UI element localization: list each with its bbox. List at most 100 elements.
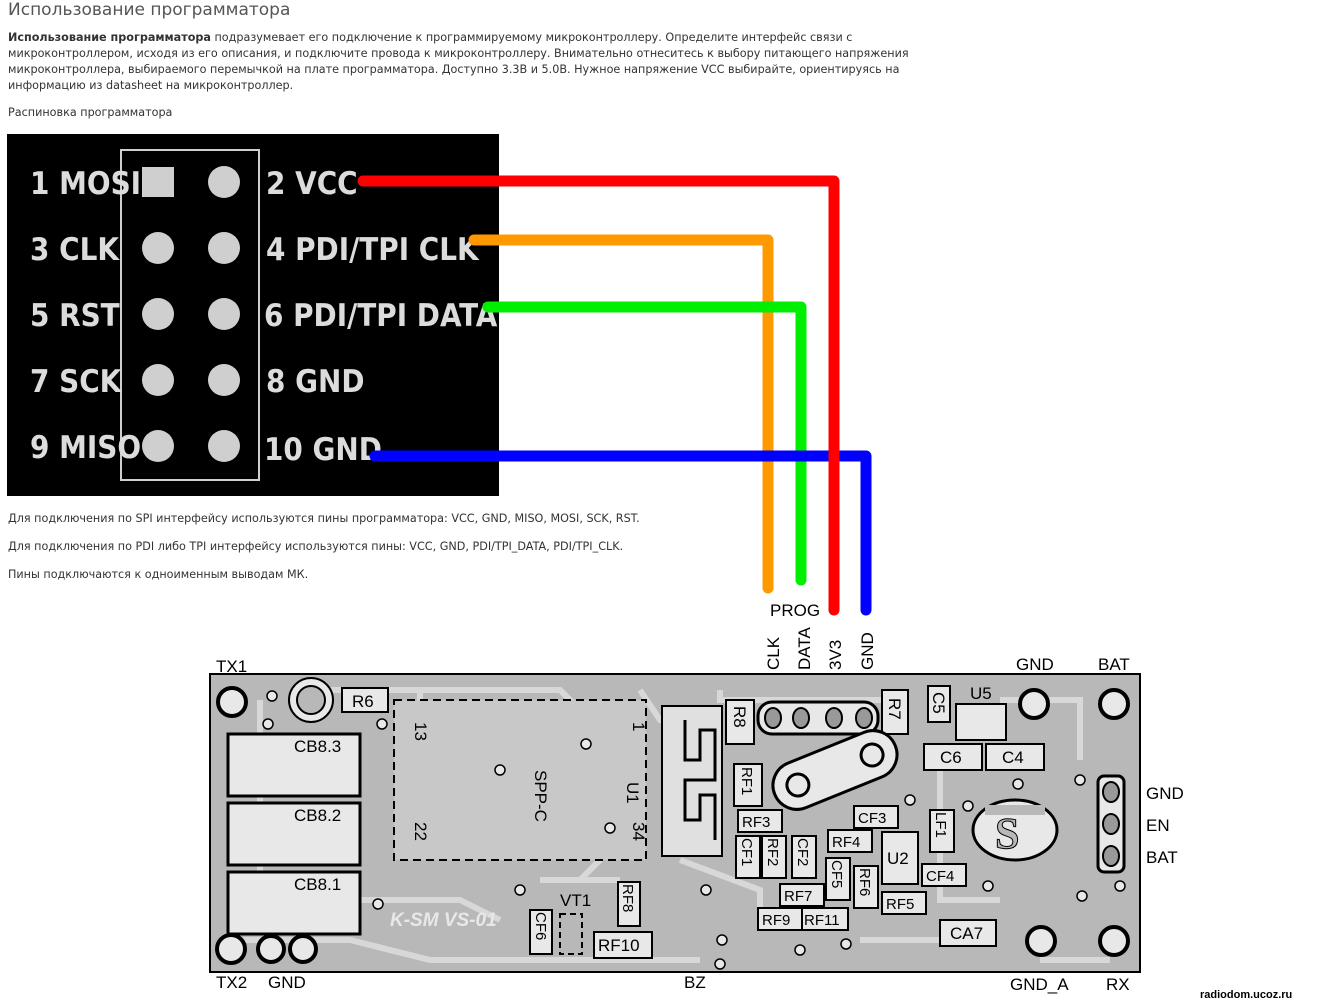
buzzer-inner [296, 685, 326, 715]
cf5-label: CF5 [828, 860, 845, 888]
label-side-en: EN [1146, 816, 1170, 835]
wire-clk [468, 234, 774, 594]
pin-6 [208, 298, 240, 330]
pin-10 [208, 430, 240, 462]
rf2-box [761, 835, 787, 879]
u5-label: U5 [970, 684, 992, 703]
rf10-label: RF10 [598, 936, 640, 955]
cf1-box [735, 835, 761, 879]
side-pin-bat [1102, 845, 1120, 867]
cf6-label: CF6 [532, 912, 549, 940]
cf6-box [529, 909, 553, 955]
pad-gnd-a [1025, 925, 1057, 957]
pin-label-5: 5 RST [30, 298, 120, 334]
rf11-label: RF11 [804, 912, 840, 929]
rf3-label: RF3 [742, 814, 770, 831]
pad-tx1 [216, 686, 248, 718]
pin-label-7: 7 SCK [30, 364, 123, 400]
pin-label-4: 4 PDI/TPI CLK [266, 232, 480, 268]
crystal [771, 729, 899, 811]
crystal-pin-2 [859, 742, 885, 768]
c6-label: C6 [940, 748, 962, 767]
pin13-label: 13 [411, 722, 430, 741]
lf1-box [929, 809, 955, 853]
rf1-box [733, 763, 763, 807]
wire-data [482, 301, 807, 586]
rf5-box [881, 891, 927, 915]
rf11-box [801, 907, 849, 931]
ts-logo: S [971, 798, 1059, 862]
cf1-label: CF1 [738, 838, 755, 866]
pin-label-2: 2 VCC [266, 166, 358, 202]
cf2-label: CF2 [794, 838, 811, 866]
vias [262, 690, 1126, 970]
rf8-label: RF8 [619, 884, 636, 912]
vt1-label: VT1 [560, 891, 591, 910]
logo-bar [985, 805, 1045, 815]
c6-box [923, 743, 983, 771]
cf2-box [791, 835, 817, 879]
pin-label-3: 3 CLK [30, 232, 120, 268]
prog-pin-3v3 [825, 707, 843, 729]
label-bat-top: BAT [1098, 655, 1130, 674]
label-gnd-top: GND [1016, 655, 1054, 674]
pad-tx2 [215, 933, 247, 965]
pins-paragraph: Пины подключаются к одноименным выводам … [8, 568, 309, 581]
pin-7 [142, 364, 174, 396]
wires [357, 175, 872, 616]
cf3-label: CF3 [858, 810, 886, 827]
pin-label-10: 10 GND [264, 432, 382, 468]
cf3-box [853, 805, 899, 829]
u5-box [955, 703, 1007, 741]
spi-paragraph: Для подключения по SPI интерфейсу исполь… [8, 512, 640, 525]
pdi-paragraph: Для подключения по PDI либо TPI интерфей… [8, 540, 624, 553]
pad-rx [1098, 925, 1130, 957]
pinout-caption: Распиновка программатора [8, 106, 173, 119]
cf5-box [825, 857, 851, 901]
r6-label: R6 [352, 692, 374, 711]
pin-8 [208, 364, 240, 396]
cf4-box [921, 863, 967, 887]
logo-letter: S [995, 809, 1019, 858]
prog-header [756, 700, 880, 736]
rf3-box [737, 809, 783, 833]
rf9-label: RF9 [762, 912, 790, 929]
page-title: Использование программатора [8, 0, 291, 20]
pin-1-square [142, 167, 174, 197]
intro-paragraph: Использование программатора подразумевае… [8, 30, 968, 94]
c4-label: C4 [1002, 748, 1024, 767]
rf6-box [853, 865, 879, 909]
cb82-label: CB8.2 [294, 806, 341, 825]
side-pin-gnd [1102, 781, 1120, 803]
rf7-label: RF7 [784, 888, 812, 905]
rf1-label: RF1 [738, 767, 755, 795]
label-side-gnd: GND [1146, 784, 1184, 803]
lf1-label: LF1 [932, 812, 949, 838]
prog-pin-gnd [855, 707, 873, 729]
pin22-label: 22 [411, 822, 430, 841]
cb82-box [226, 801, 362, 867]
rf4-box [827, 829, 873, 853]
r6-box [341, 687, 389, 713]
label-tx2: TX2 [216, 973, 247, 992]
prog-pin-data [792, 707, 810, 729]
pad-gnd-bottom-2 [288, 934, 318, 964]
label-prog-3v3: 3V3 [826, 640, 845, 670]
u2-label: U2 [887, 849, 909, 868]
connector-background [7, 134, 499, 496]
connector-pinout: 1 MOSI 3 CLK 5 RST 7 SCK 9 MISO 2 VCC 4 … [7, 134, 499, 496]
pin-2 [208, 166, 240, 198]
label-prog-clk: CLK [764, 636, 783, 670]
r7-box [881, 689, 909, 735]
connector-outline [120, 149, 260, 481]
cb83-label: CB8.3 [294, 737, 341, 756]
cb81-box [226, 870, 362, 936]
antenna-trace [683, 720, 717, 840]
label-prog-data: DATA [795, 627, 814, 670]
pin-4 [208, 232, 240, 264]
crystal-pin-1 [785, 772, 811, 798]
pcb-board: R6 CB8.3 CB8.2 CB8.1 SPP-C U1 13 1 22 34… [209, 673, 1141, 973]
rf4-label: RF4 [832, 834, 860, 851]
r8-box [725, 699, 755, 745]
label-rx: RX [1106, 975, 1130, 994]
